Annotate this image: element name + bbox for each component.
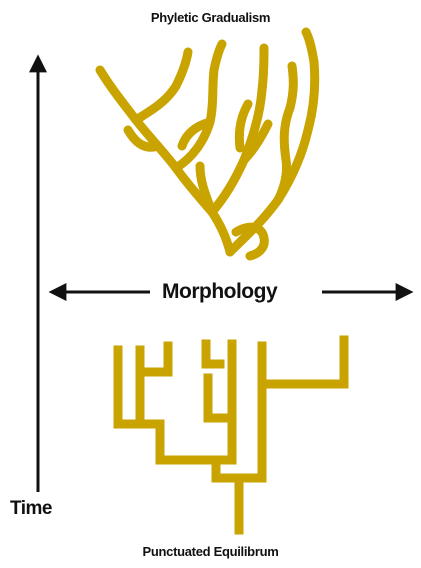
punctuated-left-inner-crossbar — [140, 346, 168, 372]
gradualism-branch-left-upper — [136, 52, 188, 120]
punctuated-center-hook — [206, 344, 220, 364]
gradualism-tree — [100, 32, 315, 256]
punctuated-title: Punctuated Equilibrum — [0, 544, 421, 559]
punctuated-tree — [118, 340, 344, 530]
gradualism-title: Phyletic Gradualism — [0, 10, 421, 25]
morphology-axis-label: Morphology — [158, 280, 281, 304]
time-axis-label: Time — [10, 498, 52, 520]
